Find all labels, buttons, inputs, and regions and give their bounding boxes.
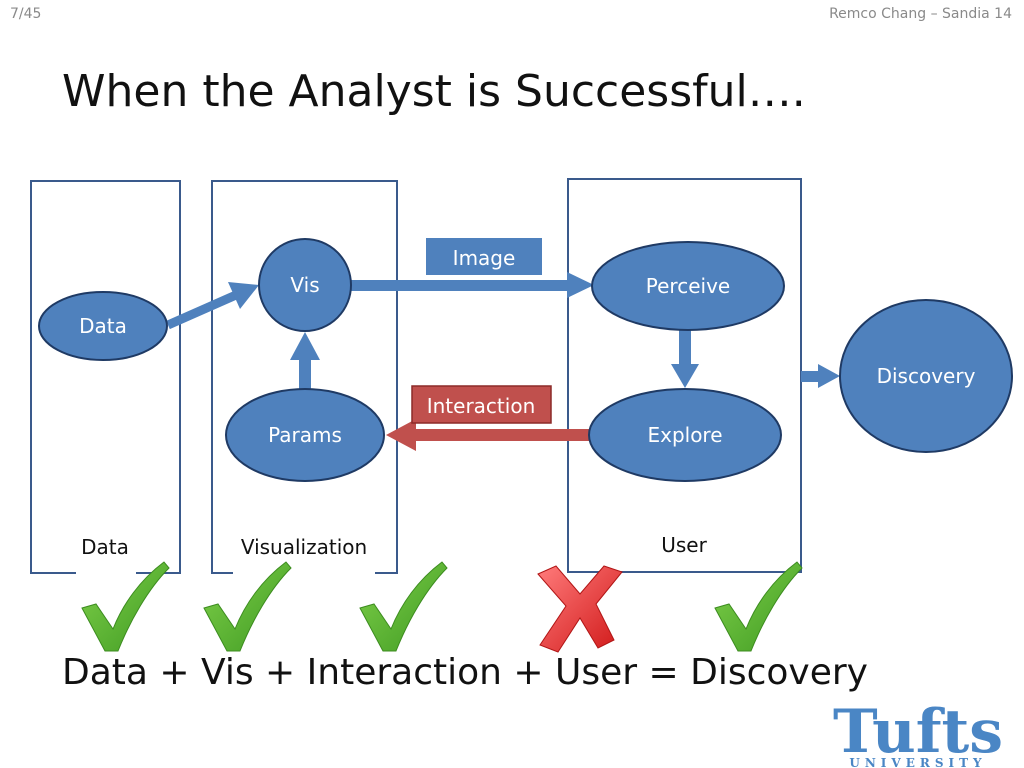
slide-title: When the Analyst is Successful…. (62, 66, 806, 117)
arrow-perceive-to-explore (671, 330, 699, 388)
edge-label-image: Image (453, 246, 516, 270)
node-params-label: Params (268, 423, 342, 447)
checkmark-icon (714, 561, 803, 652)
node-explore: Explore (588, 388, 782, 482)
node-vis-label: Vis (290, 273, 319, 297)
node-data-label: Data (79, 314, 127, 338)
arrow-user-to-discovery (801, 364, 840, 388)
node-perceive: Perceive (591, 241, 785, 331)
node-params: Params (225, 388, 385, 482)
checkmark-icon (359, 561, 448, 652)
svg-text:UNIVERSITY: UNIVERSITY (849, 756, 986, 768)
checkmark-icon (81, 561, 170, 652)
tufts-logo: Tufts UNIVERSITY (833, 697, 1003, 768)
panel-data (30, 180, 181, 574)
equation-text: Data + Vis + Interaction + User = Discov… (62, 652, 868, 693)
svg-text:Tufts: Tufts (833, 697, 1003, 767)
edge-label-image-box (426, 238, 542, 275)
checkmark-icon (203, 561, 292, 652)
arrow-vis-to-perceive (350, 272, 594, 298)
cross-icon (537, 565, 623, 653)
node-explore-label: Explore (647, 423, 722, 447)
arrow-explore-to-params (386, 419, 592, 451)
slide-number: 7/45 (10, 6, 42, 22)
node-vis: Vis (258, 238, 352, 332)
panel-label-user: User (661, 533, 707, 557)
panel-label-visualization: Visualization (241, 535, 367, 559)
edge-label-interaction: Interaction (427, 394, 536, 418)
node-perceive-label: Perceive (646, 274, 730, 298)
arrow-params-to-vis (290, 332, 320, 391)
node-discovery-label: Discovery (877, 364, 976, 388)
header-author-venue: Remco Chang – Sandia 14 (829, 6, 1012, 22)
node-data: Data (38, 291, 168, 361)
edge-label-interaction-box (411, 385, 552, 424)
arrow-data-to-vis (166, 282, 259, 330)
panel-label-data: Data (81, 535, 129, 559)
node-discovery: Discovery (839, 299, 1013, 453)
